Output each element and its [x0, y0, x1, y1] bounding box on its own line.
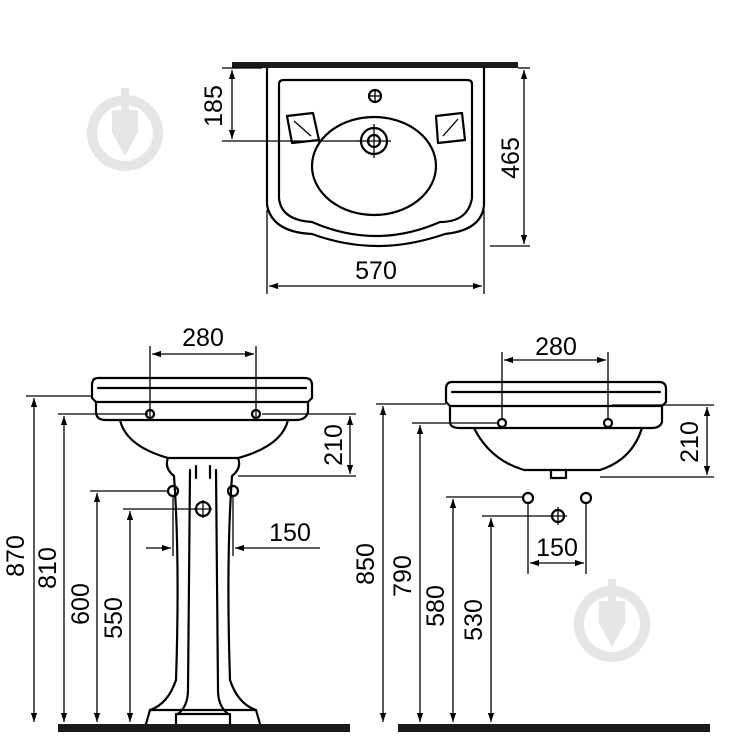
- front-dim-total-height: 870: [2, 535, 30, 577]
- side-dim-supply-spacing: 150: [536, 534, 578, 562]
- front-dim-supply-spacing: 150: [269, 519, 311, 547]
- side-dim-total-height: 850: [352, 543, 380, 585]
- side-dim-waste-height: 530: [460, 599, 488, 641]
- front-dim-bowl-depth: 210: [320, 424, 348, 466]
- watermark-icon-top-left: [87, 88, 163, 171]
- side-view-basin: [398, 380, 710, 732]
- front-dim-water-supply-height: 600: [67, 583, 95, 625]
- side-view-dimensions: [376, 352, 714, 722]
- side-dim-fixing-spacing: 280: [535, 333, 577, 361]
- front-dim-fixing-spacing: 280: [182, 324, 224, 352]
- side-dim-water-supply-height: 580: [422, 585, 450, 627]
- watermark-icon-bottom-right: [574, 579, 650, 662]
- side-dim-rim-height: 790: [389, 555, 417, 597]
- top-dim-depth: 465: [497, 137, 525, 179]
- side-dim-bowl-depth: 210: [676, 421, 704, 463]
- front-dim-waste-height: 550: [100, 597, 128, 639]
- top-view-dimensions: [222, 67, 530, 294]
- front-dim-rim-height: 810: [34, 547, 62, 589]
- front-view-basin: [58, 376, 350, 732]
- side-view-floor: [398, 724, 710, 732]
- front-view-dimensions: [26, 346, 356, 722]
- top-dim-width: 570: [355, 257, 397, 285]
- top-dim-tap-offset: 185: [200, 85, 228, 127]
- top-view-wall: [232, 62, 518, 68]
- top-view-basin: [232, 62, 518, 248]
- front-view-floor: [58, 724, 350, 732]
